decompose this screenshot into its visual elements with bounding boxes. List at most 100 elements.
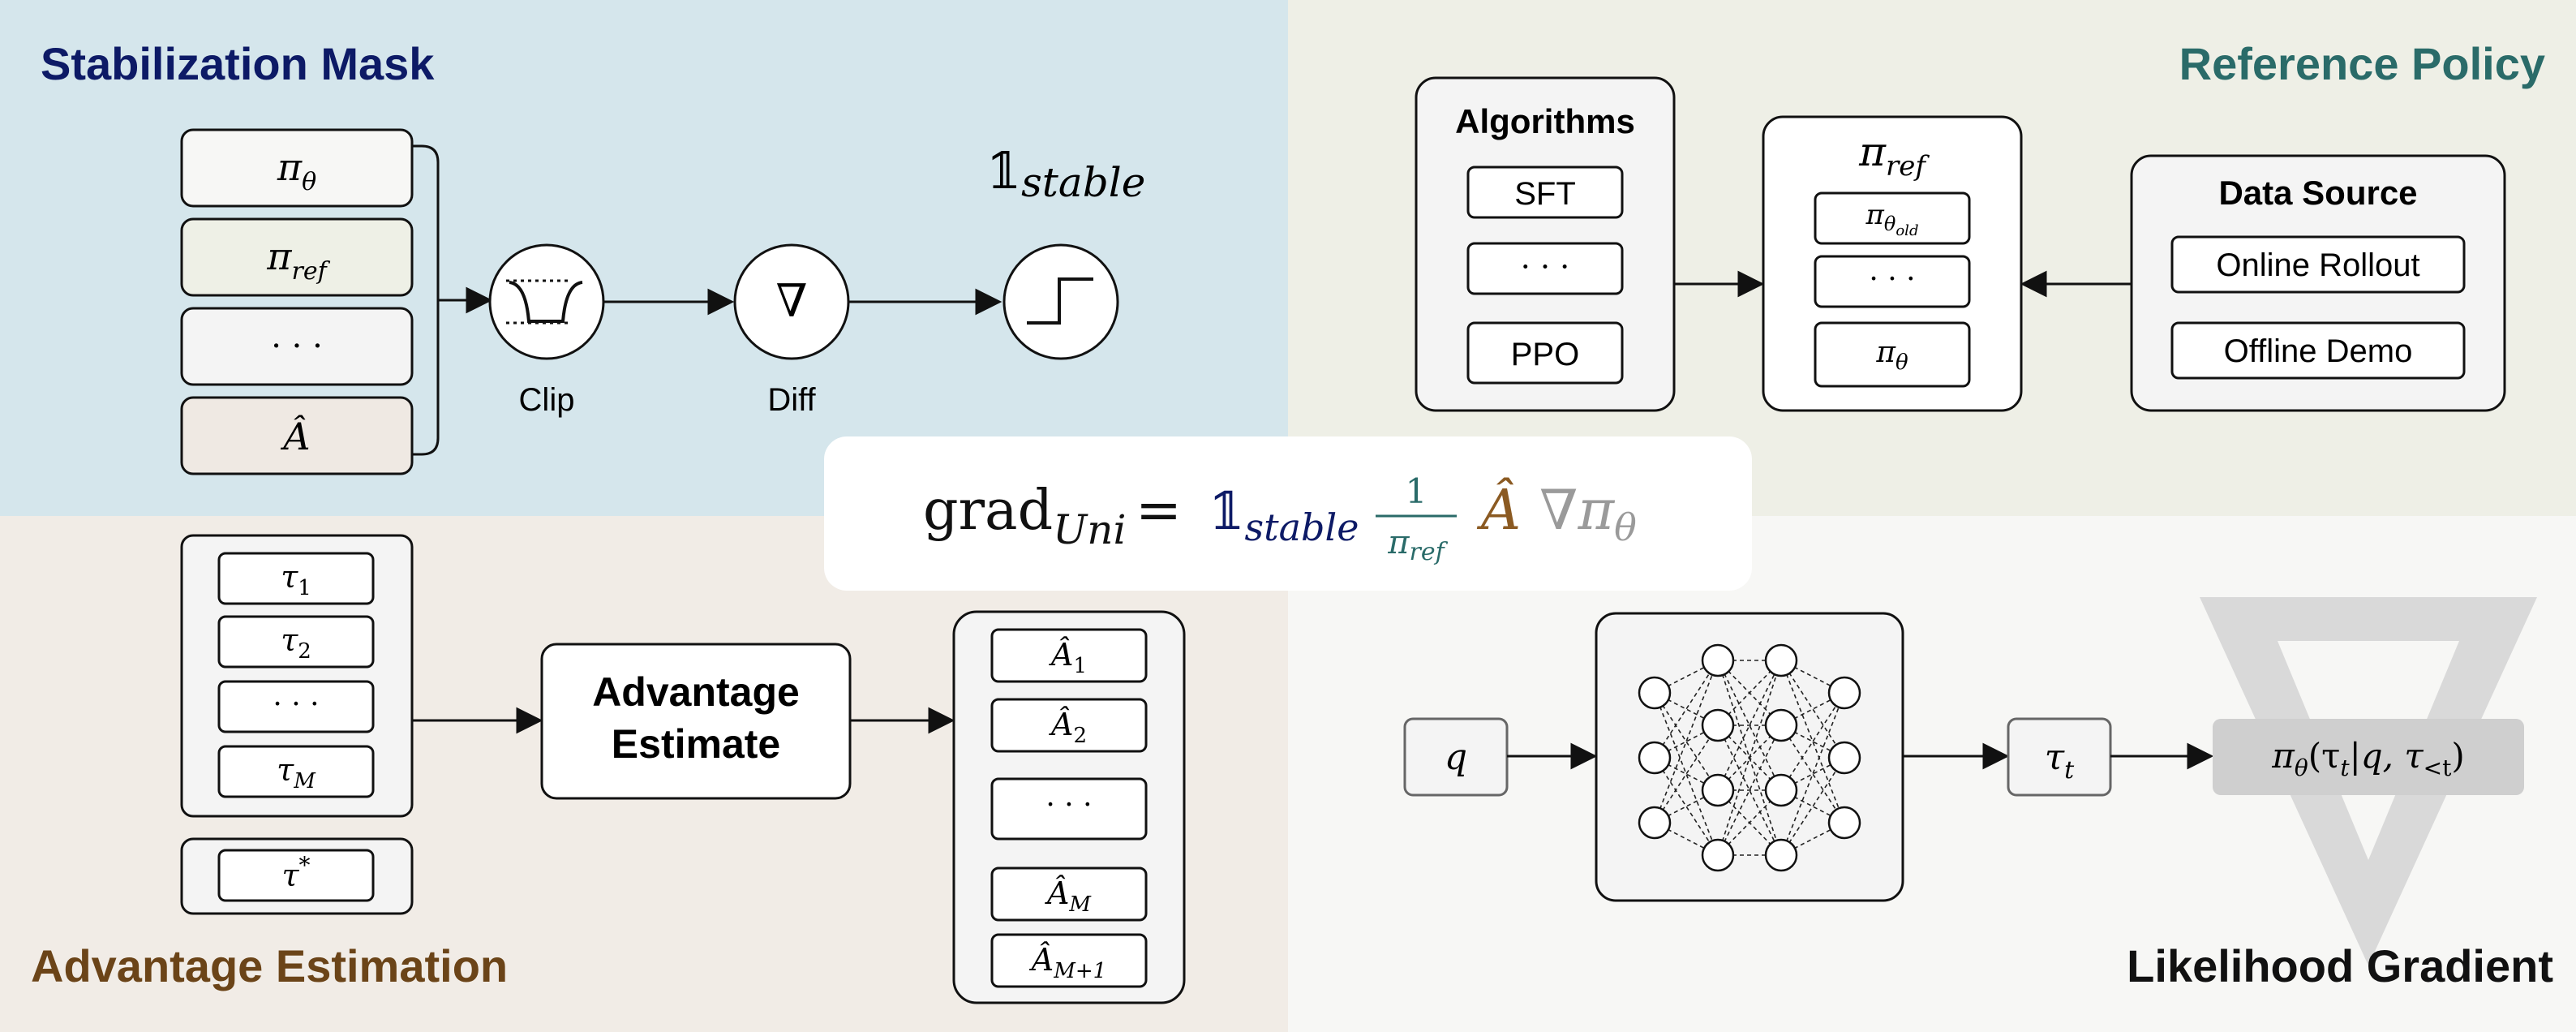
network-edge — [1780, 692, 1845, 791]
svg-text:· · ·: · · · — [1521, 249, 1569, 285]
network-node — [1764, 773, 1798, 807]
query-box: q — [1403, 717, 1509, 797]
svg-text:ÂM+1: ÂM+1 — [1029, 942, 1106, 983]
network-node — [1764, 643, 1798, 677]
svg-text:τ*: τ* — [281, 852, 310, 893]
advantage-output-1: Â1 — [990, 628, 1148, 683]
unified-gradient-formula: gradUni = 𝟙stable 1 πref Â ∇πθ — [824, 436, 1752, 591]
svg-text:· · ·: · · · — [1045, 789, 1092, 822]
network-edge — [1780, 725, 1845, 823]
svg-text:πθ: πθ — [1875, 336, 1908, 375]
clip-node: Clip — [488, 243, 605, 418]
network-edge — [1717, 725, 1782, 856]
svg-text:· · ·: · · · — [271, 328, 323, 365]
svg-text:Advantage: Advantage — [592, 669, 800, 715]
svg-text:Offline Demo: Offline Demo — [2224, 333, 2413, 369]
algorithm-dots: · · · — [1466, 242, 1624, 295]
step-node — [1002, 243, 1119, 360]
advantage-output-dots: · · · — [990, 777, 1148, 841]
svg-text:πref: πref — [1387, 524, 1448, 566]
svg-text:πθ(τt|q, τ<t): πθ(τt|q, τ<t) — [2271, 736, 2464, 781]
reference-policy-title: Reference Policy — [2179, 38, 2545, 89]
network-edge — [1654, 692, 1719, 791]
network-edge — [1717, 660, 1782, 791]
policy-dots: · · · — [1814, 255, 1971, 308]
stab-input-pi-theta: πθ — [180, 128, 414, 208]
network-node — [1638, 741, 1672, 775]
network-edge — [1654, 725, 1719, 823]
data-source-offline: Offline Demo — [2170, 321, 2466, 380]
neural-network-icon — [1638, 643, 1861, 872]
advantage-output-m-plus-1: ÂM+1 — [990, 933, 1148, 988]
network-edge — [1654, 660, 1719, 759]
network-node — [1827, 806, 1861, 840]
data-source-box: Data Source Online Rollout Offline Demo — [2130, 154, 2506, 412]
likelihood-gradient-title: Likelihood Gradient — [2127, 940, 2553, 991]
svg-text:Estimate: Estimate — [612, 721, 780, 767]
algorithm-sft: SFT — [1466, 166, 1624, 219]
trajectory-1: τ1 — [217, 552, 375, 605]
svg-text:τ2: τ2 — [281, 622, 311, 664]
trajectory-m: τM — [217, 745, 375, 798]
trajectory-2: τ2 — [217, 615, 375, 669]
network-box — [1595, 612, 1904, 902]
network-node — [1638, 806, 1672, 840]
svg-text:ÂM: ÂM — [1045, 875, 1092, 917]
advantage-output-2: Â2 — [990, 698, 1148, 753]
svg-text:q: q — [1445, 737, 1467, 778]
svg-text:πref: πref — [1858, 128, 1930, 183]
data-source-online: Online Rollout — [2170, 235, 2466, 294]
diff-node: ∇ Diff — [733, 243, 850, 418]
svg-text:=: = — [1136, 479, 1182, 543]
svg-text:∇πθ: ∇πθ — [1539, 479, 1637, 549]
token-box: τt — [2007, 717, 2112, 797]
policy-pi-theta: πθ — [1814, 321, 1971, 388]
network-edge — [1717, 660, 1782, 856]
large-nabla-icon — [2200, 597, 2537, 965]
likelihood-output-box: πθ(τt|q, τ<t) — [2213, 719, 2524, 795]
svg-text:τ1: τ1 — [281, 559, 311, 600]
stab-input-pi-ref: πref — [180, 217, 414, 297]
algorithms-box: Algorithms SFT · · · PPO — [1415, 76, 1676, 412]
network-node — [1638, 676, 1672, 710]
svg-text:τM: τM — [277, 752, 316, 793]
network-node — [1764, 838, 1798, 872]
network-node — [1827, 741, 1861, 775]
svg-text:πref: πref — [266, 234, 330, 286]
svg-text:πθ: πθ — [277, 145, 316, 196]
svg-text:· · ·: · · · — [1869, 263, 1915, 296]
svg-text:PPO: PPO — [1511, 337, 1579, 372]
network-edge — [1717, 660, 1782, 791]
network-edge — [1780, 660, 1845, 759]
svg-text:Diff: Diff — [767, 382, 816, 418]
svg-text:Algorithms: Algorithms — [1455, 102, 1635, 140]
svg-text:SFT: SFT — [1514, 176, 1576, 212]
clip-curve-icon — [506, 279, 583, 325]
expert-trajectory: τ* — [180, 837, 414, 915]
svg-text:gradUni: gradUni — [923, 479, 1126, 553]
svg-text:Â1: Â1 — [1049, 637, 1087, 678]
network-node — [1701, 773, 1735, 807]
network-edge — [1780, 757, 1845, 856]
svg-text:Online Rollout: Online Rollout — [2216, 247, 2419, 283]
input-bracket — [412, 144, 490, 456]
network-edge — [1654, 757, 1719, 856]
advantage-estimation-title: Advantage Estimation — [31, 940, 508, 991]
policy-pi-theta-old: πθold — [1814, 191, 1971, 245]
svg-text:τt: τt — [2045, 737, 2075, 785]
advantage-output-m: ÂM — [990, 866, 1148, 922]
pi-ref-box: πref πθold · · · πθ — [1762, 115, 2023, 412]
trajectory-group: τ1 τ2 · · · τM — [180, 534, 414, 818]
svg-text:Â2: Â2 — [1049, 707, 1087, 748]
stabilization-title: Stabilization Mask — [41, 38, 435, 89]
advantage-outputs: Â1 Â2 · · · ÂM ÂM+1 — [952, 610, 1186, 1004]
algorithm-ppo: PPO — [1466, 321, 1624, 385]
svg-text:Data Source: Data Source — [2218, 174, 2417, 212]
advantage-estimate-box: Advantage Estimate — [540, 643, 852, 800]
svg-text:1: 1 — [1406, 471, 1428, 511]
stab-input-advantage: Â — [180, 396, 414, 475]
svg-text:· · ·: · · · — [273, 688, 319, 721]
stab-input-dots: · · · — [180, 307, 414, 386]
svg-text:Clip: Clip — [519, 382, 575, 418]
svg-text:𝟙stable: 𝟙stable — [1209, 482, 1359, 549]
